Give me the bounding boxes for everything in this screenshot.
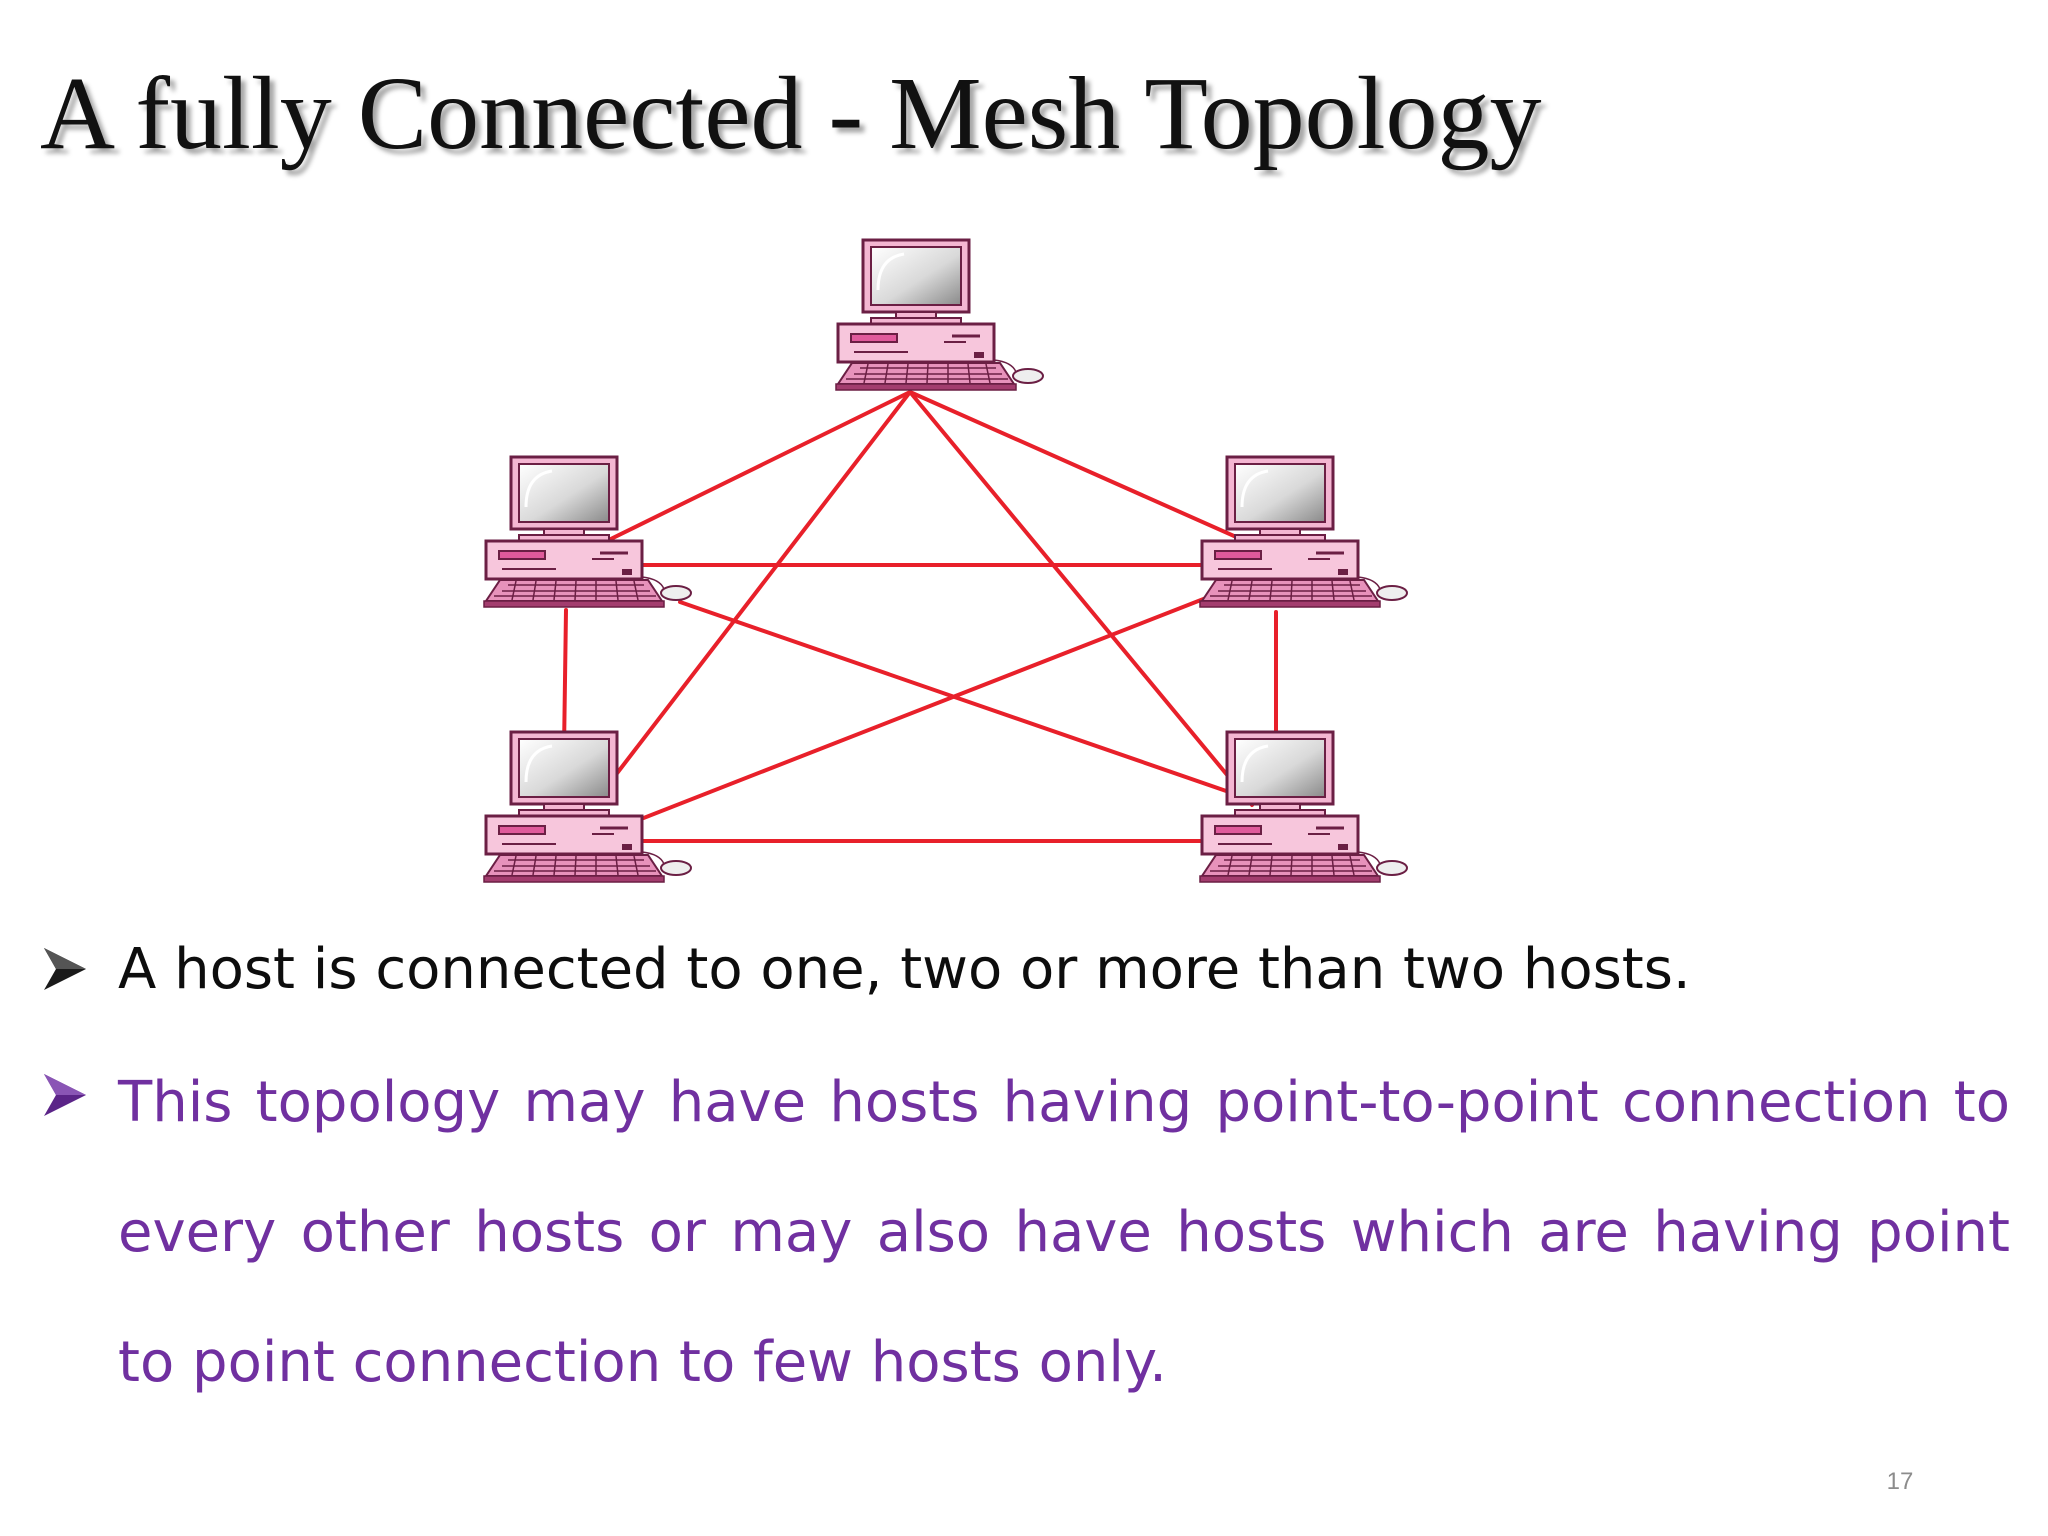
desktop-computer-icon (482, 455, 693, 609)
link-top-upper-left (566, 390, 912, 562)
desktop-computer-icon (1198, 455, 1409, 609)
link-top-lower-left (606, 390, 912, 787)
host-lower-left (482, 730, 693, 884)
link-upper-left-lower-left (562, 608, 568, 752)
bullet-item: A host is connected to one, two or more … (40, 930, 2010, 1010)
host-lower-right (1198, 730, 1409, 884)
desktop-computer-icon (482, 730, 693, 884)
mesh-topology-diagram (482, 238, 1409, 884)
arrowhead-bullet-icon (44, 948, 86, 990)
desktop-computer-icon (834, 238, 1045, 392)
bullet-text: This topology may have hosts having poin… (118, 1070, 2010, 1395)
bullet-item: This topology may have hosts having poin… (40, 1058, 2010, 1395)
arrowhead-bullet-icon (44, 1074, 86, 1116)
bullet-text: A host is connected to one, two or more … (118, 937, 1691, 1002)
link-top-upper-right (908, 390, 1290, 562)
slide-page-number: 17 (1886, 1468, 1914, 1495)
host-top (834, 238, 1045, 392)
host-upper-right (1198, 455, 1409, 609)
link-upper-left-lower-right (678, 600, 1260, 804)
link-upper-right-lower-left (616, 596, 1208, 830)
mesh-links (562, 390, 1290, 843)
desktop-computer-icon (1198, 730, 1409, 884)
slide-title: A fully Connected - Mesh Topology (40, 56, 1542, 171)
host-upper-left (482, 455, 693, 609)
link-top-lower-right (908, 390, 1254, 807)
